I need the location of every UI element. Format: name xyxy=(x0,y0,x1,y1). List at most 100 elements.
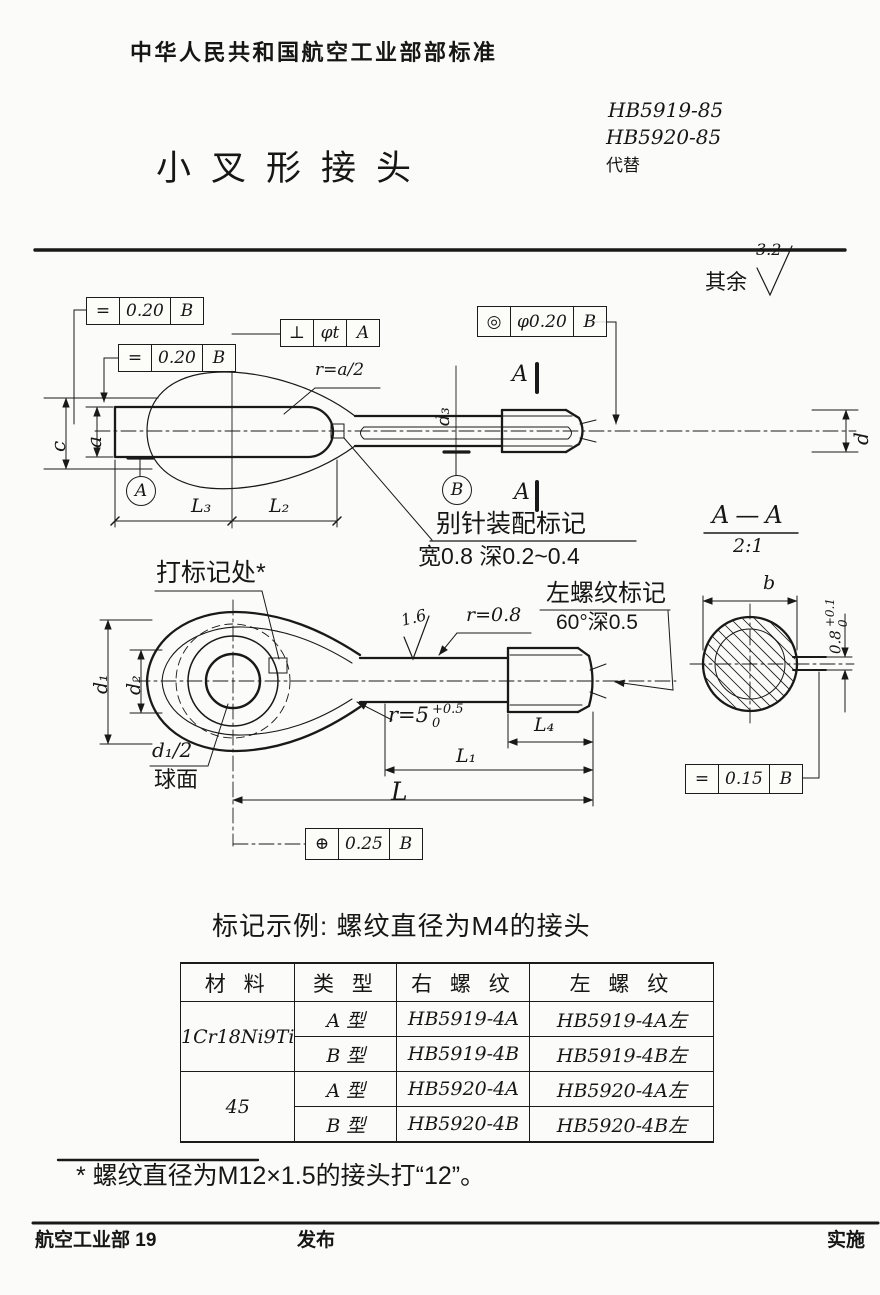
radius-neck-lower-tol: 0 xyxy=(432,715,441,731)
fcf-datum: A xyxy=(356,323,370,343)
cell-type: B 型 xyxy=(294,1036,398,1072)
slot-width-upper-tol: +0.1 xyxy=(823,598,837,628)
fcf-tolerance: 0.25 xyxy=(339,829,390,859)
roughness-rest-label: 其余 xyxy=(705,271,747,294)
fcf-datum: B xyxy=(399,834,413,854)
datum-b-circle: B xyxy=(442,475,472,505)
fcf-datum: B xyxy=(212,348,226,368)
fcf-tolerance: 0.15 xyxy=(719,765,770,793)
pin-mark-note-line1: 别针装配标记 xyxy=(436,510,587,538)
perpendicularity-icon: ⊥ xyxy=(281,320,314,346)
standard-code-1: HB5919-85 xyxy=(608,98,724,122)
dim-d3-label: d₃ xyxy=(433,407,454,426)
table-header-row: 材 料 类 型 右 螺 纹 左 螺 纹 xyxy=(179,962,715,1002)
cell-type: A 型 xyxy=(294,1071,398,1107)
symmetry-icon: = xyxy=(87,298,120,324)
fcf-tolerance: 0.20 xyxy=(152,345,203,371)
slot-width-base: 0.8 xyxy=(826,630,845,654)
section-scale: 2:1 xyxy=(733,535,764,557)
lower-view-linework xyxy=(99,590,677,847)
fcf-symmetry-slot: = 0.15 B xyxy=(685,764,803,794)
table-row: 1Cr18Ni9Ti A 型 HB5919-4A HB5919-4A左 xyxy=(179,1001,715,1072)
table-row: 45 A 型 HB5920-4A HB5920-4A左 xyxy=(179,1071,715,1143)
dim-l2-label: L₂ xyxy=(269,495,290,517)
table-row: B 型 HB5920-4B HB5920-4B左 xyxy=(181,1106,715,1143)
fcf-tolerance: φt xyxy=(314,320,347,346)
dim-l-label: L xyxy=(391,777,408,806)
section-letter-bottom: A xyxy=(514,480,530,505)
table-caption: 标记示例: 螺纹直径为M4的接头 xyxy=(212,911,591,941)
left-thread-note-line1: 左螺纹标记 xyxy=(546,580,666,607)
mark-spot-note: 打标记处* xyxy=(156,559,266,587)
radius-step-label: r=0.8 xyxy=(466,604,522,626)
dim-d1-label: d₁ xyxy=(90,674,112,694)
cell-left-thread: HB5920-4A左 xyxy=(529,1071,715,1107)
cell-material: 1Cr18Ni9Ti xyxy=(179,1001,296,1072)
cell-left-thread: HB5919-4B左 xyxy=(529,1036,715,1072)
dim-d2-label: d₂ xyxy=(123,675,145,695)
footer-issuing-body: 航空工业部 19 xyxy=(35,1230,157,1251)
standard-code-2: HB5920-85 xyxy=(606,125,722,149)
datum-a-circle: A xyxy=(126,476,156,506)
dim-d-label: d xyxy=(849,432,873,445)
footer-issued-label: 发布 xyxy=(297,1230,336,1251)
fcf-tolerance: φ0.20 xyxy=(511,307,574,336)
document-title: 小叉形接头 xyxy=(156,149,432,189)
symmetry-icon: = xyxy=(119,345,152,371)
fcf-datum: B xyxy=(583,311,597,332)
col-header-material: 材 料 xyxy=(179,962,296,1002)
pin-mark-note-line2: 宽0.8 深0.2~0.4 xyxy=(418,543,580,569)
cell-material: 45 xyxy=(179,1071,296,1143)
fcf-tolerance: 0.20 xyxy=(120,298,171,324)
fcf-concentricity: ◎ φ0.20 B xyxy=(477,306,607,337)
radius-neck-base: r=5 xyxy=(388,703,429,728)
standard-org-title: 中华人民共和国航空工业部部标准 xyxy=(130,40,498,65)
col-header-type: 类 型 xyxy=(294,962,398,1002)
radius-neck-upper-tol: +0.5 xyxy=(432,702,464,717)
footer-implemented-label: 实施 xyxy=(827,1230,866,1251)
cell-right-thread: HB5919-4B xyxy=(396,1036,531,1072)
footnote-text: * 螺纹直径为M12×1.5的接头打“12”。 xyxy=(76,1162,486,1190)
concentricity-icon: ◎ xyxy=(478,307,511,336)
col-header-right-thread: 右 螺 纹 xyxy=(396,962,531,1002)
fcf-perpendicularity: ⊥ φt A xyxy=(280,319,380,347)
roughness-rest-value: 3.2 xyxy=(756,240,782,259)
col-header-left-thread: 左 螺 纹 xyxy=(529,962,715,1002)
sphere-face-label: 球面 xyxy=(154,767,199,792)
section-title: A—A xyxy=(712,501,789,529)
dim-b-label: b xyxy=(763,572,776,594)
fcf-datum: B xyxy=(779,769,793,789)
fcf-position: ⊕ 0.25 B xyxy=(305,828,423,860)
dim-a-label: a xyxy=(82,436,106,448)
section-view-linework xyxy=(689,532,855,779)
cell-left-thread: HB5919-4A左 xyxy=(529,1001,715,1037)
upper-view-linework xyxy=(43,309,859,542)
cell-type: A 型 xyxy=(294,1001,398,1037)
fcf-datum: B xyxy=(180,301,194,321)
dim-l4-label: L₄ xyxy=(534,714,555,736)
table-row: B 型 HB5919-4B HB5919-4B左 xyxy=(181,1036,715,1072)
cell-type: B 型 xyxy=(294,1106,398,1143)
cell-left-thread: HB5920-4B左 xyxy=(529,1106,715,1143)
sphere-dim-label: d₁/2 xyxy=(152,738,193,762)
left-thread-note-line2: 60°深0.5 xyxy=(556,611,638,634)
dim-l3-label: L₃ xyxy=(191,495,212,517)
radius-head-label: r=a/2 xyxy=(315,360,365,380)
designation-table: 材 料 类 型 右 螺 纹 左 螺 纹 1Cr18Ni9Ti A 型 HB591… xyxy=(179,962,715,1143)
cell-right-thread: HB5920-4B xyxy=(396,1106,531,1143)
page-rules xyxy=(31,248,880,1225)
section-letter-top: A xyxy=(512,362,528,387)
cell-right-thread: HB5919-4A xyxy=(396,1001,531,1037)
cell-right-thread: HB5920-4A xyxy=(396,1071,531,1107)
slot-width-lower-tol: 0 xyxy=(835,619,850,628)
symmetry-icon: = xyxy=(686,765,719,793)
dim-c-label: c xyxy=(46,440,70,452)
fcf-symmetry-outer: = 0.20 B xyxy=(86,297,204,325)
supersede-label: 代替 xyxy=(606,156,640,175)
dim-l1-label: L₁ xyxy=(456,745,477,767)
position-icon: ⊕ xyxy=(306,829,339,859)
